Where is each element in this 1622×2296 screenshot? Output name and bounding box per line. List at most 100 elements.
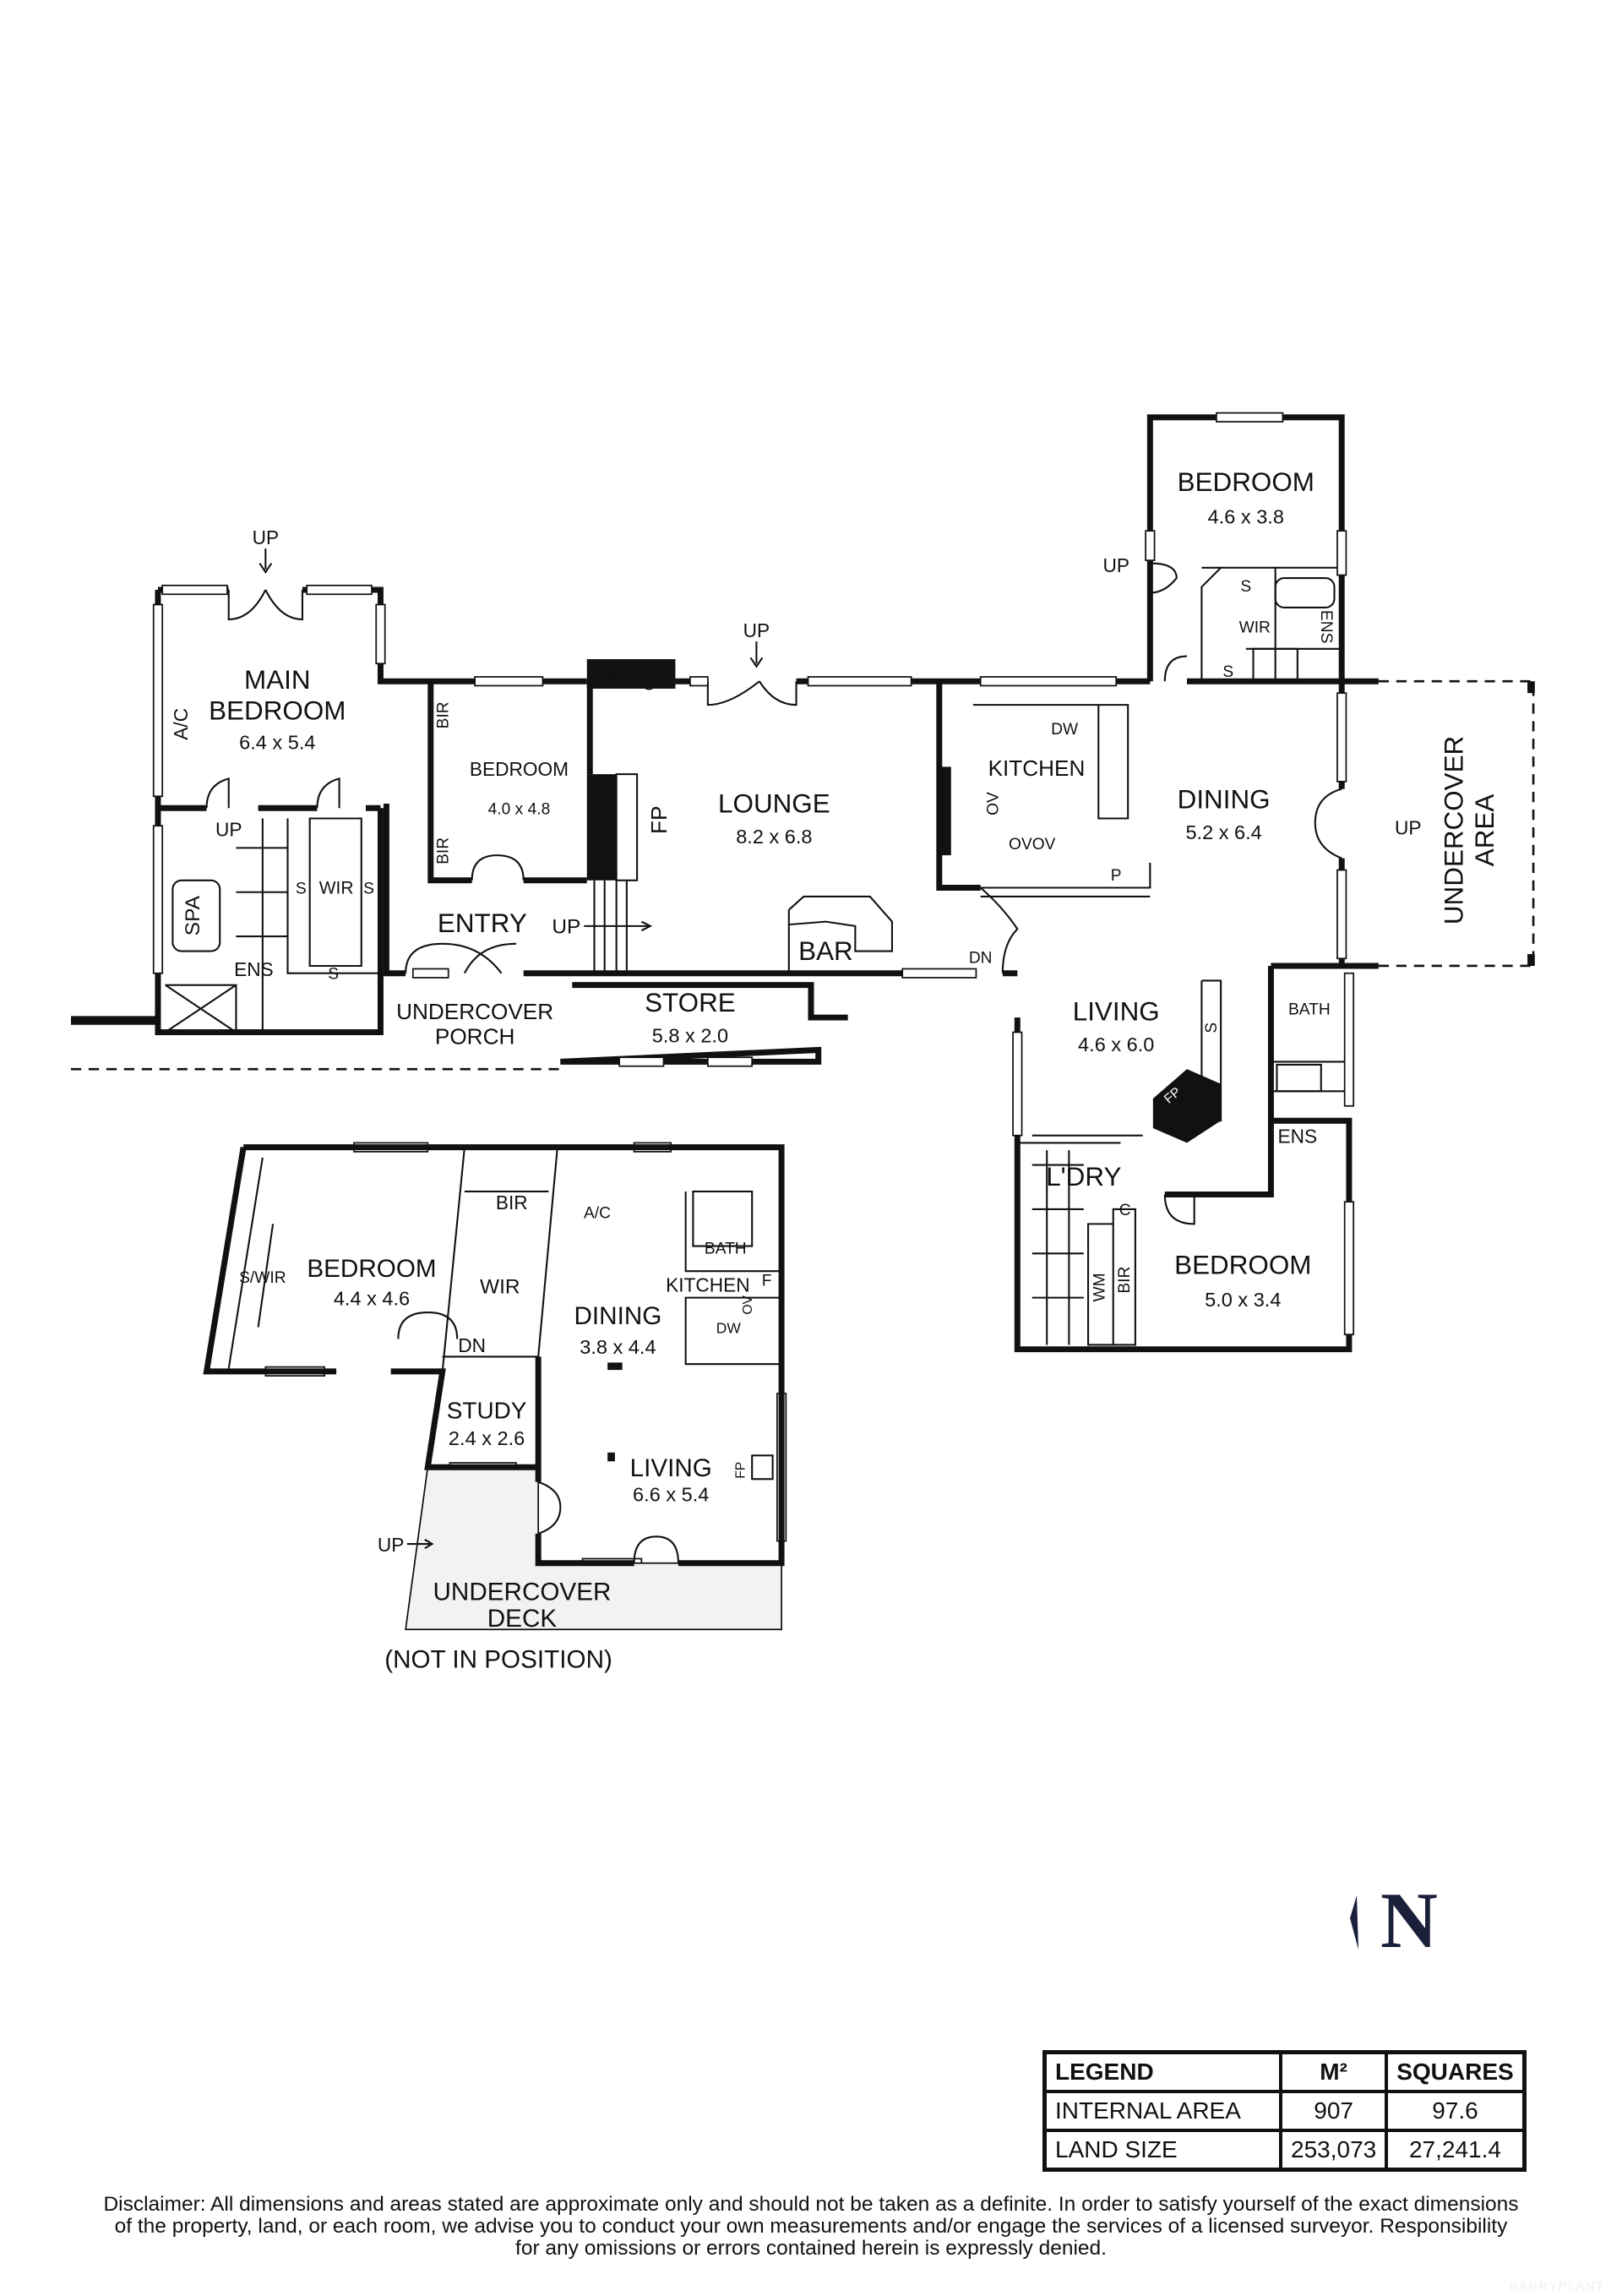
study-dims: 2.4 x 2.6 <box>449 1427 525 1449</box>
legend-row: INTERNAL AREA 907 97.6 <box>1042 2090 1527 2132</box>
legend-header-cell: LEGEND <box>1042 2050 1282 2093</box>
bedroom-east-label: BEDROOM <box>1174 1251 1311 1280</box>
fireplace-label: FP <box>646 806 672 834</box>
living-label: LIVING <box>1073 997 1160 1027</box>
storage-label: S <box>1222 663 1233 681</box>
disclaimer: Disclaimer: All dimensions and areas sta… <box>34 2194 1588 2260</box>
disclaimer-line: for any omissions or errors contained he… <box>515 2237 1107 2260</box>
undercover-porch-label-2: PORCH <box>435 1023 514 1049</box>
north-arrow: N <box>1343 1880 1461 1969</box>
store-label: STORE <box>645 988 736 1017</box>
fireplace-lower-label: FP <box>733 1462 748 1479</box>
ensuite-label: ENS <box>234 958 274 980</box>
undercover-deck-label-2: DECK <box>487 1605 558 1633</box>
storage-label: S <box>296 880 307 897</box>
legend-header-cell: M² <box>1278 2050 1389 2093</box>
north-arrow-icon <box>1350 1895 1358 1950</box>
up-label: UP <box>743 619 770 641</box>
legend-cell: 907 <box>1278 2090 1389 2132</box>
undercover-area-label-2: AREA <box>1470 794 1500 867</box>
bir-label: BIR <box>435 837 453 864</box>
storage-label: S <box>1240 578 1251 596</box>
dining-dims: 5.2 x 6.4 <box>1185 821 1261 843</box>
legend-header-row: LEGEND M² SQUARES <box>1042 2050 1527 2093</box>
ac-label: A/C <box>170 708 192 740</box>
room-labels: MAIN BEDROOM 6.4 x 5.4 BEDROOM 4.0 x 4.8… <box>209 467 1500 1674</box>
bir-label: BIR <box>435 701 453 728</box>
storage-label: S <box>644 677 655 695</box>
dining-lower-dims: 3.8 x 4.4 <box>580 1336 656 1358</box>
up-label: UP <box>253 526 280 548</box>
pantry-label: P <box>1111 867 1122 885</box>
disclaimer-line: Disclaimer: All dimensions and areas sta… <box>103 2193 1519 2216</box>
lower-building <box>203 1144 785 1631</box>
main-bedroom-label-2: BEDROOM <box>209 696 346 726</box>
undercover-porch-label: UNDERCOVER <box>396 999 553 1024</box>
living-lower-label: LIVING <box>630 1454 712 1482</box>
bedroom-lower-dims: 4.4 x 4.6 <box>334 1287 410 1309</box>
not-in-position-note: (NOT IN POSITION) <box>384 1646 612 1674</box>
bedroom-north-dims: 4.6 x 3.8 <box>1208 505 1284 527</box>
oven-lower-label: OV <box>741 1295 755 1314</box>
ac-lower-label: A/C <box>584 1204 611 1222</box>
storage-label: S <box>363 880 374 897</box>
ensuite-label: ENS <box>1278 1125 1318 1147</box>
living-dims: 4.6 x 6.0 <box>1078 1033 1154 1055</box>
swir-label: S/WIR <box>239 1269 286 1287</box>
ensuite-label: ENS <box>1317 610 1335 643</box>
legend-cell: LAND SIZE <box>1042 2129 1282 2172</box>
undercover-deck-label: UNDERCOVER <box>433 1578 612 1606</box>
bir-lower-label: BIR <box>496 1192 528 1213</box>
dishwasher-lower-label: DW <box>716 1320 742 1337</box>
wir-label: WIR <box>319 878 354 897</box>
disclaimer-line: of the property, land, or each room, we … <box>114 2215 1508 2238</box>
bedroom-west-label: BEDROOM <box>470 758 569 780</box>
legend-cell: 253,073 <box>1278 2129 1389 2172</box>
legend-cell: 27,241.4 <box>1385 2129 1527 2172</box>
wir-label: WIR <box>1239 619 1271 637</box>
wir-lower-label: WIR <box>480 1275 520 1298</box>
legend-cell: 97.6 <box>1385 2090 1527 2132</box>
storage-label: S <box>607 675 618 693</box>
bar-label: BAR <box>798 936 853 966</box>
fixture-labels: UP UP A/C BIR BIR S S FP UP SPA WIR S S … <box>170 526 1422 1556</box>
up-label: UP <box>1395 817 1422 839</box>
up-arrow-icon <box>406 1538 434 1550</box>
bedroom-west-dims: 4.0 x 4.8 <box>488 800 551 818</box>
doors <box>205 562 1342 1339</box>
study-label: STUDY <box>447 1398 527 1424</box>
storage-label: S <box>1203 1023 1221 1033</box>
fridge-label: F <box>762 1273 772 1290</box>
up-arrow-icon <box>584 920 653 932</box>
spa-label: SPA <box>182 895 204 935</box>
lounge-label: LOUNGE <box>718 789 830 819</box>
bedroom-east-dims: 5.0 x 3.4 <box>1205 1289 1281 1311</box>
main-bedroom-label: MAIN <box>244 665 311 695</box>
up-label: UP <box>552 916 580 939</box>
up-arrow-icon <box>749 641 764 668</box>
windows <box>152 412 1355 1568</box>
living-lower-dims: 6.6 x 5.4 <box>633 1483 709 1505</box>
bath-lower-label: BATH <box>705 1240 747 1257</box>
legend-table: LEGEND M² SQUARES INTERNAL AREA 907 97.6… <box>1042 2050 1527 2172</box>
kitchen-label: KITCHEN <box>988 755 1086 781</box>
kitchen-lower-label: KITCHEN <box>666 1274 750 1296</box>
main-bedroom-dims: 6.4 x 5.4 <box>239 731 315 753</box>
store-dims: 5.8 x 2.0 <box>652 1025 728 1047</box>
storage-label: S <box>328 966 339 984</box>
up-label: UP <box>378 1534 405 1556</box>
up-arrow-icon <box>259 548 273 574</box>
legend-header-cell: SQUARES <box>1385 2050 1527 2093</box>
up-label: UP <box>215 818 242 840</box>
cupboard-label: C <box>1119 1202 1131 1219</box>
lounge-dims: 8.2 x 6.8 <box>736 826 812 848</box>
watermark: BARRYPLANT <box>1509 2279 1605 2293</box>
dining-lower-label: DINING <box>574 1302 662 1330</box>
laundry-label: L'DRY <box>1046 1162 1121 1192</box>
bir-label: BIR <box>1116 1267 1134 1294</box>
legend-cell: INTERNAL AREA <box>1042 2090 1282 2132</box>
north-label: N <box>1380 1877 1438 1965</box>
oven-label: OV <box>985 792 1003 815</box>
down-label: DN <box>458 1334 486 1356</box>
